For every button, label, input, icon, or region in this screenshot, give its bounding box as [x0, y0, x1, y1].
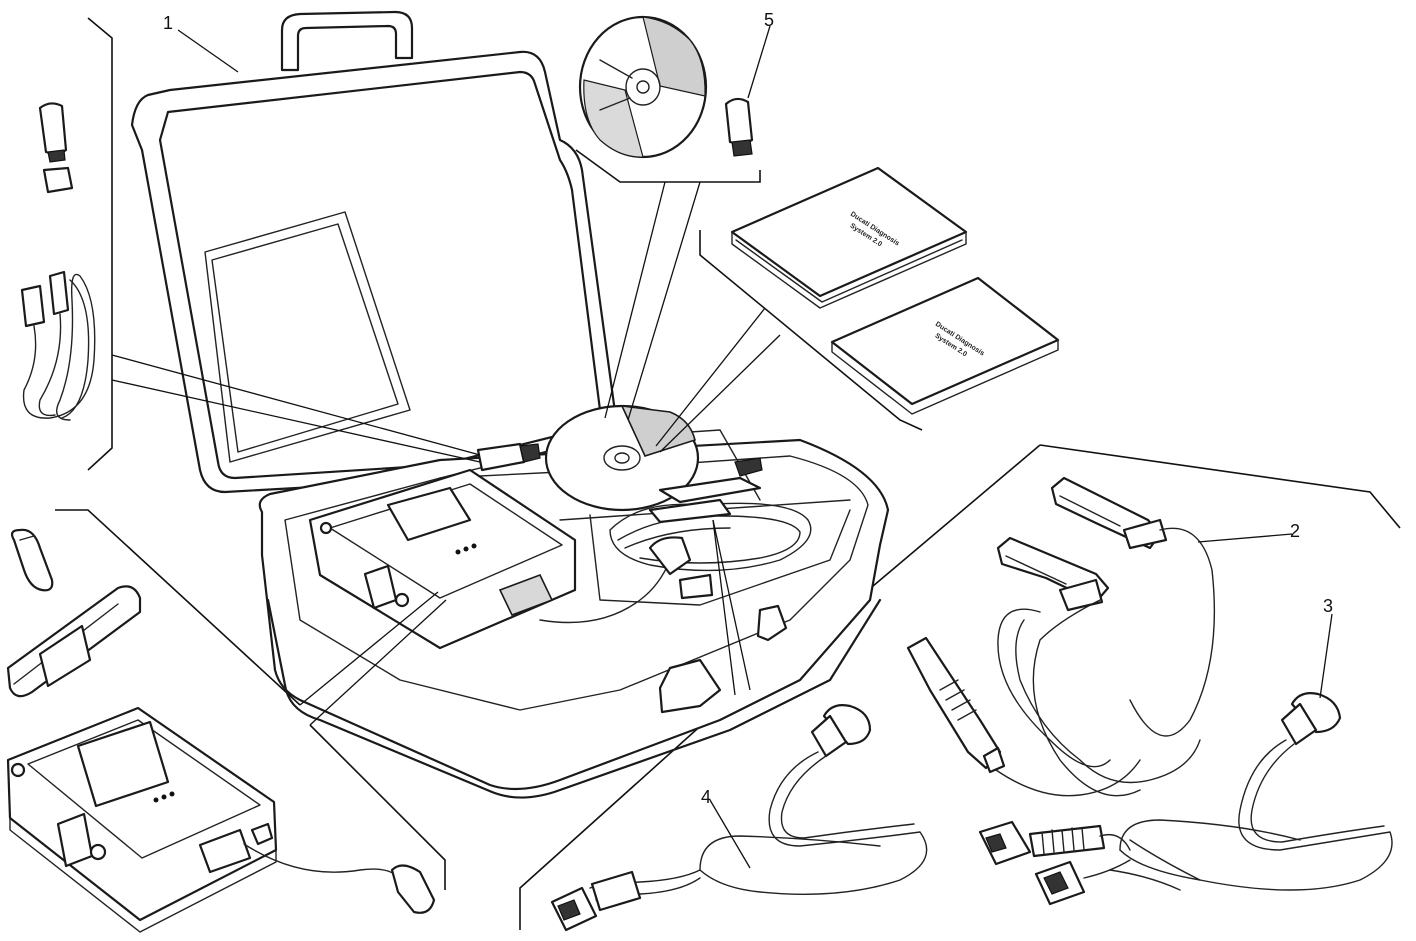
software-cd	[578, 15, 708, 159]
callout-2: 2	[1290, 521, 1300, 541]
group-brackets	[55, 17, 1401, 930]
case-diagnostic-unit	[308, 468, 577, 650]
usb-stick-left	[38, 102, 74, 194]
callout-labels: 1 2 3 4 5	[163, 10, 1333, 807]
callout-5: 5	[764, 10, 774, 30]
case-cables	[539, 457, 812, 624]
software-usb-key	[724, 97, 754, 157]
carry-case	[130, 10, 890, 799]
manual-bottom: Ducati Diagnosis System 2.0	[830, 276, 1060, 415]
obd-cable-item3	[978, 692, 1393, 906]
callout-3: 3	[1323, 596, 1333, 616]
obd-cable-item4	[550, 704, 928, 932]
manual-top: Ducati Diagnosis System 2.0	[730, 166, 968, 309]
diagnostic-unit	[6, 706, 436, 933]
battery-clamp-cable	[906, 476, 1216, 797]
case-cd	[544, 404, 700, 512]
case-usb-stick	[476, 442, 541, 472]
carabiner	[10, 528, 54, 592]
callout-1: 1	[163, 13, 173, 33]
usb-cable-left	[20, 270, 96, 421]
callout-4: 4	[701, 787, 711, 807]
callout-leaders	[111, 25, 1333, 869]
carry-strap	[6, 585, 142, 698]
